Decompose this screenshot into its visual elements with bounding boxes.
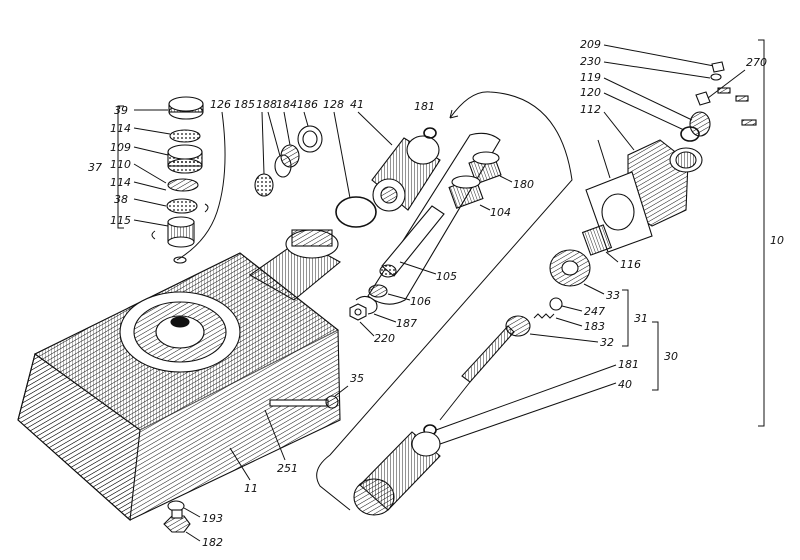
label-40: 40 [618, 378, 632, 391]
label-183: 183 [584, 320, 605, 333]
label-106: 106 [410, 295, 431, 308]
gasket-128 [333, 111, 377, 228]
label-38: 38 [114, 193, 128, 206]
label-112: 112 [580, 103, 601, 116]
filter-body-115 [151, 216, 195, 264]
o-ring-181-upper [423, 127, 437, 139]
clip-187 [355, 295, 397, 323]
label-115: 115 [110, 214, 131, 227]
ring-184 [280, 111, 300, 168]
label-251: 251 [277, 462, 298, 475]
filter-plate-38 [166, 198, 209, 214]
nut-220 [349, 303, 375, 337]
drain-plug-182 [163, 509, 201, 542]
label-105: 105 [436, 270, 457, 283]
label-120: 120 [580, 86, 601, 99]
label-220: 220 [374, 332, 395, 345]
label-109: 109 [110, 141, 131, 154]
ring-186 [297, 111, 323, 153]
label-31: 31 [634, 312, 648, 325]
label-114: 114 [110, 176, 131, 189]
part-labels: 39 114 109 110 114 38 115 37 126 185 188… [88, 38, 784, 549]
bracket-31 [622, 289, 629, 347]
ball-247 [549, 297, 583, 312]
ring-185 [254, 111, 274, 197]
flange-112 [603, 111, 703, 227]
label-270: 270 [746, 56, 767, 69]
label-181: 181 [414, 100, 435, 113]
label-110: 110 [110, 158, 131, 171]
leader-lines-left [133, 109, 226, 261]
label-37: 37 [88, 161, 102, 174]
label-209: 209 [580, 38, 601, 51]
label-119: 119 [580, 71, 601, 84]
bracket-30 [652, 321, 659, 391]
label-182: 182 [202, 536, 223, 549]
label-126: 126 [210, 98, 231, 111]
filter-cap-39 [168, 96, 204, 120]
cup-104 [448, 175, 491, 211]
label-247: 247 [584, 305, 605, 318]
filter-mesh-114-top [169, 129, 201, 143]
ring-119-120 [603, 77, 711, 142]
ring-188 [267, 111, 292, 178]
filter-element-109 [167, 144, 203, 174]
pickup-32 [461, 315, 599, 383]
label-35: 35 [350, 372, 364, 385]
fuel-tank-11 [17, 252, 341, 522]
bolts-209-230 [603, 44, 725, 81]
bracket-10 [758, 39, 765, 427]
label-104: 104 [490, 206, 511, 219]
label-32: 32 [600, 336, 614, 349]
arrow-head [449, 109, 459, 119]
label-187: 187 [396, 317, 417, 330]
label-184: 184 [276, 98, 297, 111]
label-116: 116 [620, 258, 641, 271]
label-30: 30 [664, 350, 678, 363]
label-230: 230 [580, 55, 601, 68]
leader-11 [229, 447, 251, 481]
label-188: 188 [256, 98, 277, 111]
spring-116 [581, 224, 619, 263]
label-186: 186 [297, 98, 318, 111]
bolts-270 [695, 69, 757, 126]
label-39: 39 [114, 104, 128, 117]
label-180: 180 [513, 178, 534, 191]
strainer-40 [353, 382, 617, 516]
tube-105 [379, 205, 445, 278]
label-41: 41 [350, 98, 364, 111]
tank-pipe [248, 229, 341, 301]
label-128: 128 [323, 98, 344, 111]
label-10: 10 [770, 234, 784, 247]
assembly-bracket-line [316, 91, 573, 511]
bracket-37 [117, 105, 124, 229]
label-33: 33 [606, 289, 620, 302]
label-193: 193 [202, 512, 223, 525]
spring-180 [468, 151, 513, 185]
label-114: 114 [110, 122, 131, 135]
valve-disc-33 [549, 249, 605, 295]
rod-181-lower [423, 364, 617, 436]
spring-183 [533, 313, 583, 327]
washer-106 [368, 284, 411, 301]
tap-35 [269, 385, 349, 409]
label-181: 181 [618, 358, 639, 371]
filter-41 [357, 111, 441, 212]
leader-251 [264, 409, 286, 461]
label-185: 185 [234, 98, 255, 111]
filter-mesh-110 [167, 178, 199, 192]
label-11: 11 [244, 482, 258, 495]
